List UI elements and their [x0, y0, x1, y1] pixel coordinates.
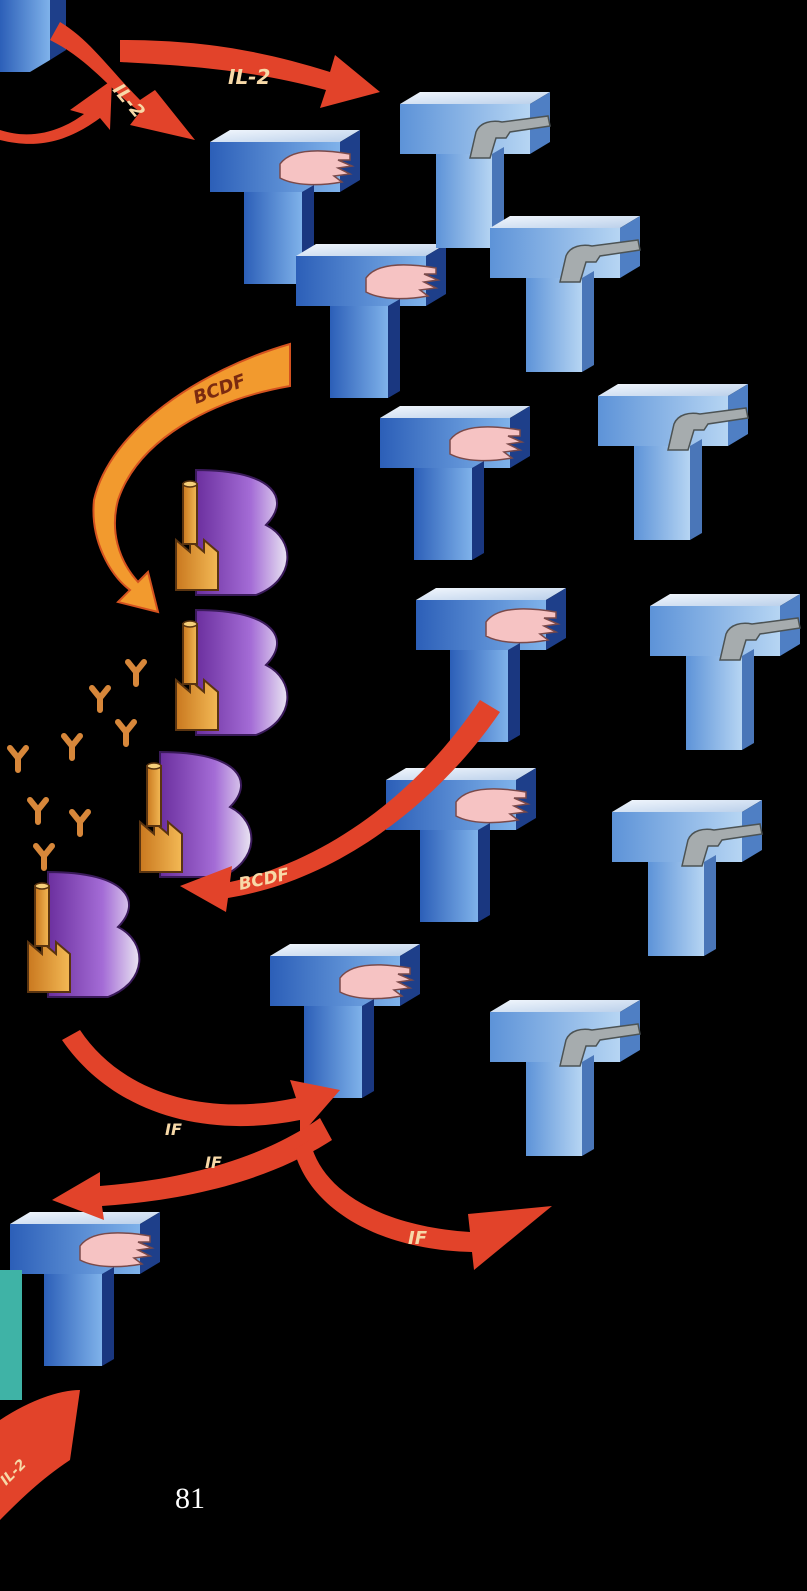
- if-left-lower-label: IF: [205, 1153, 222, 1172]
- t-cell-hand-block-3: [380, 406, 530, 560]
- t-cell-gun-block-5: [612, 800, 762, 956]
- antibody-icon: [64, 736, 80, 758]
- antibody-icon: [72, 812, 88, 834]
- t-cell-block-icon: [0, 1270, 22, 1400]
- if-left-upper-label: IF: [165, 1120, 182, 1139]
- antibody-icon: [92, 688, 108, 710]
- t-cell-gun-block-2: [490, 216, 640, 372]
- antibody-icon: [30, 800, 46, 822]
- bcdf-lower-label: BCDF: [237, 865, 292, 895]
- il2-top-label: IL-2: [228, 65, 270, 89]
- t-cell-hand-block-7: [10, 1212, 160, 1366]
- antibody-icon: [118, 722, 134, 744]
- if-right-label: IF: [408, 1228, 428, 1249]
- factory-icon: [176, 610, 287, 735]
- antibody-icon: [36, 846, 52, 868]
- t-cell-hand-block-2: [296, 244, 446, 398]
- t-cell-gun-block-4: [650, 594, 800, 750]
- page-number: 81: [170, 1482, 210, 1516]
- factory-icon: [28, 872, 139, 997]
- antibody-icon: [128, 662, 144, 684]
- factory-icon: [176, 470, 287, 595]
- antibody-icon: [10, 748, 26, 770]
- t-cell-gun-block-3: [598, 384, 748, 540]
- t-cell-hand-block-6: [270, 944, 420, 1098]
- arrow-icon: [0, 22, 380, 144]
- factory-icon: [140, 752, 251, 877]
- t-cell-gun-block-6: [490, 1000, 640, 1156]
